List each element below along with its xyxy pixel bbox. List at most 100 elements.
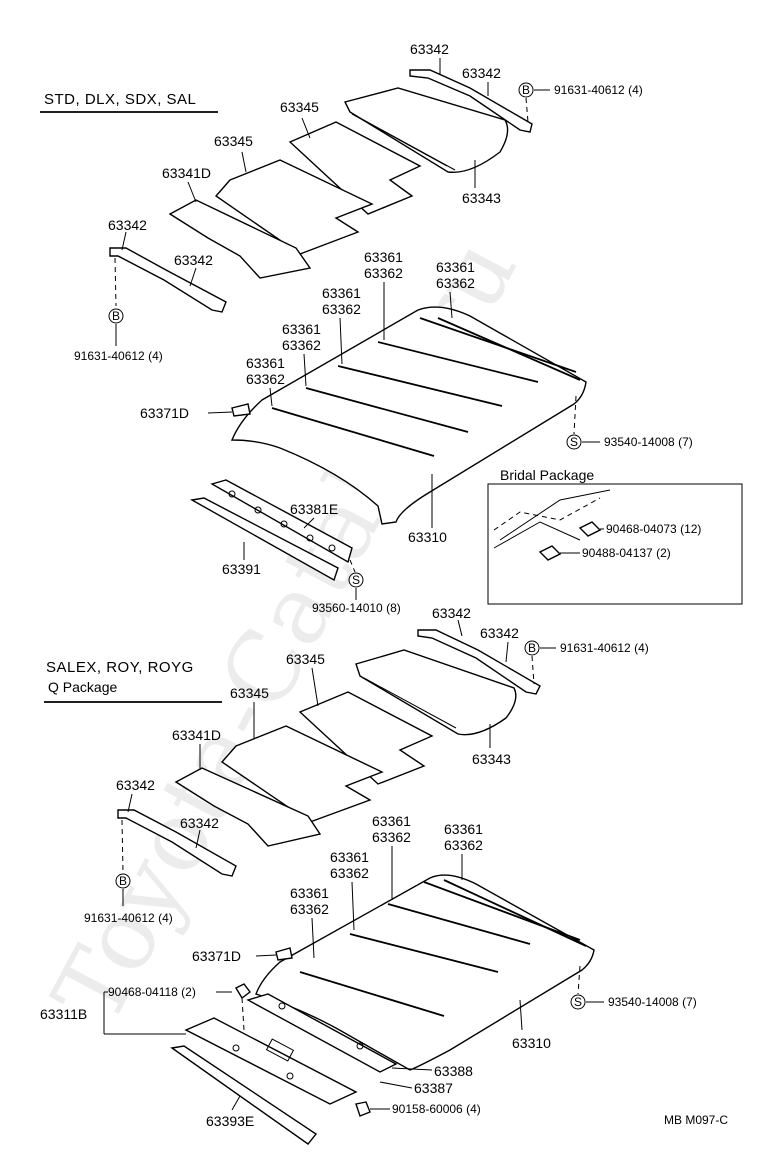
leader — [241, 151, 247, 173]
part-90468-clip-bottom — [235, 983, 251, 1000]
part-63391-molding — [189, 497, 339, 582]
label-63362: 63362 — [436, 275, 475, 291]
part-63342-bracket-left — [109, 247, 227, 313]
section-title-salex: SALEX, ROY, ROYG — [46, 659, 194, 676]
leader — [505, 641, 509, 663]
label-63362: 63362 — [444, 837, 483, 853]
label-63361: 63361 — [444, 821, 483, 837]
leader — [255, 954, 277, 957]
part-63311b-console — [184, 1017, 358, 1105]
label-91631: 91631-40612 (4) — [560, 641, 649, 655]
label-63342: 63342 — [174, 252, 213, 268]
label-63361: 63361 — [322, 285, 361, 301]
label-63342: 63342 — [108, 217, 147, 233]
leader — [519, 999, 523, 1031]
label-63393e: 63393E — [206, 1113, 254, 1129]
label-91631: 91631-40612 (4) — [554, 83, 643, 97]
label-63342: 63342 — [480, 625, 519, 641]
leader — [311, 667, 319, 707]
marker-s-circle — [566, 434, 582, 450]
label-63361: 63361 — [364, 249, 403, 265]
diagram-code: MB M097-C — [664, 1113, 728, 1127]
label-63362: 63362 — [282, 337, 321, 353]
leader — [449, 291, 453, 319]
label-63342: 63342 — [180, 815, 219, 831]
label-63361: 63361 — [436, 259, 475, 275]
leader — [127, 793, 133, 813]
label-63361: 63361 — [282, 321, 321, 337]
bridal-package-box — [487, 483, 743, 605]
label-63342: 63342 — [432, 605, 471, 621]
marker-s-circle — [348, 572, 364, 588]
label-63342: 63342 — [410, 41, 449, 57]
leader — [121, 231, 127, 251]
leader — [351, 881, 355, 931]
leader — [303, 517, 315, 529]
part-63371d-clip-bottom — [275, 947, 293, 961]
label-63310: 63310 — [512, 1035, 551, 1051]
part-63342-bracket-bottom-top — [417, 629, 541, 695]
label-90158: 90158-60006 (4) — [392, 1102, 481, 1116]
label-63371d: 63371D — [192, 948, 241, 964]
label-93560: 93560-14010 (8) — [312, 601, 401, 615]
leader — [311, 917, 315, 959]
label-63371d: 63371D — [140, 405, 189, 421]
label-90468: 90468-04073 (12) — [606, 522, 701, 536]
marker-b: B — [528, 641, 536, 655]
part-63371d-clip — [231, 403, 251, 417]
label-63311b: 63311B — [40, 1006, 87, 1022]
leader — [379, 1081, 413, 1089]
leader — [339, 317, 343, 365]
marker-b: B — [522, 83, 530, 97]
marker-s: S — [570, 435, 578, 449]
part-90158-screw — [355, 1101, 371, 1117]
part-63341d-top — [168, 199, 312, 279]
part-63343-top — [343, 87, 509, 174]
part-63393e-molding — [170, 1045, 318, 1145]
label-63362: 63362 — [246, 371, 285, 387]
label-93540: 93540-14008 (7) — [608, 995, 697, 1009]
leader-dashed — [114, 257, 117, 307]
marker-b: B — [119, 874, 127, 888]
trim-clips — [228, 490, 336, 552]
label-63343: 63343 — [462, 190, 501, 206]
part-90488-clip — [538, 545, 562, 561]
part-63345-b — [214, 159, 374, 255]
label-91631: 91631-40612 (4) — [84, 911, 173, 925]
marker-s: S — [574, 995, 582, 1009]
label-63361: 63361 — [290, 885, 329, 901]
part-edge — [359, 117, 456, 171]
label-63361: 63361 — [246, 355, 285, 371]
section-subtitle-qpackage: Q Package — [48, 679, 117, 695]
label-63362: 63362 — [290, 901, 329, 917]
leader-dashed — [531, 655, 535, 685]
label-93540: 93540-14008 (7) — [604, 435, 693, 449]
leader — [391, 1067, 433, 1071]
leader — [195, 829, 201, 849]
part-63345-c — [298, 691, 434, 785]
leader-dashed — [577, 965, 581, 995]
part-63343-bottom — [355, 649, 517, 736]
part-63341d-bottom — [174, 767, 322, 847]
leader — [457, 619, 463, 637]
label-63361: 63361 — [372, 813, 411, 829]
label-63341d: 63341D — [172, 727, 221, 743]
bridal-package-title: Bridal Package — [500, 467, 594, 483]
label-63388: 63388 — [434, 1063, 473, 1079]
label-63310: 63310 — [408, 529, 447, 545]
leader — [207, 411, 233, 414]
part-63310-bottom-headliner — [255, 874, 595, 1071]
label-90468: 90468-04118 (2) — [108, 985, 196, 999]
label-90488: 90488-04137 (2) — [582, 546, 671, 560]
roof-ribs-bottom — [299, 879, 587, 1017]
roof-ribs-top — [271, 317, 581, 457]
label-63381e: 63381E — [290, 501, 338, 517]
label-63387: 63387 — [414, 1080, 453, 1096]
label-63342: 63342 — [116, 777, 155, 793]
label-63362: 63362 — [322, 301, 361, 317]
label-63361: 63361 — [330, 849, 369, 865]
section-title-std: STD, DLX, SDX, SAL — [44, 91, 196, 108]
leader-dashed — [573, 395, 577, 435]
label-63345: 63345 — [214, 133, 253, 149]
